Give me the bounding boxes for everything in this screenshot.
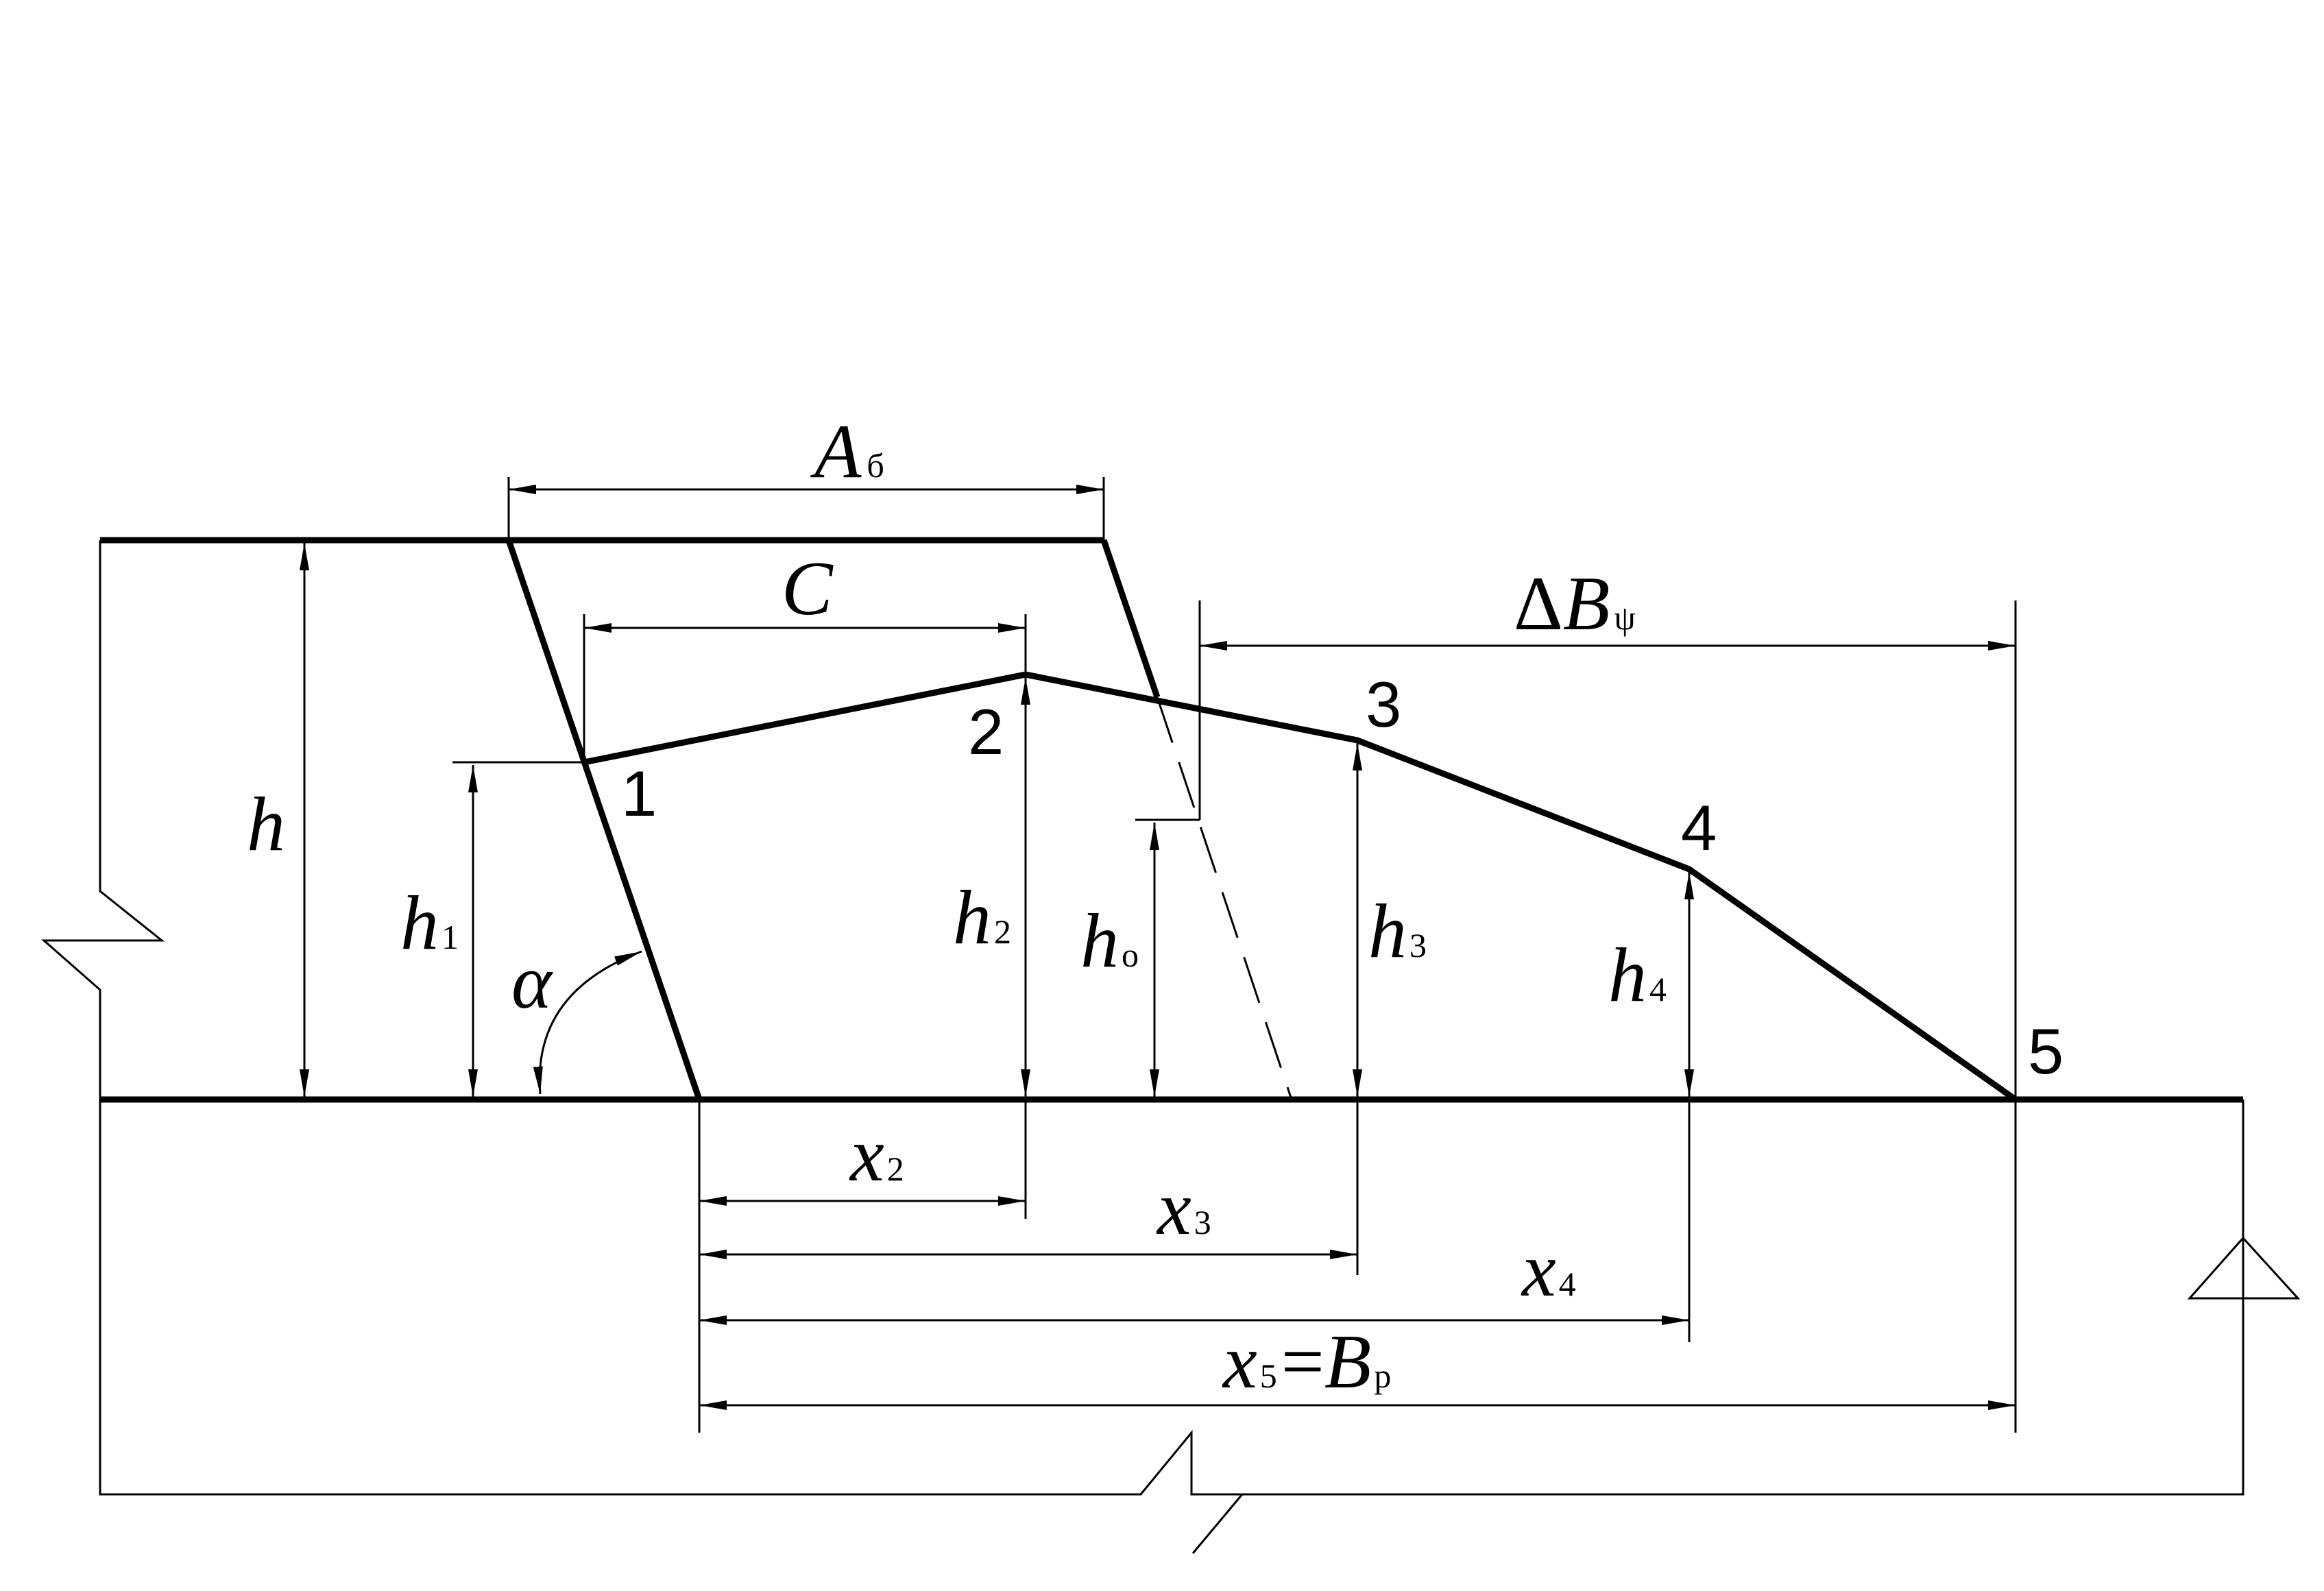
point-labels: 1 2 3 4 5	[621, 668, 2063, 1087]
point-label-3: 3	[1366, 668, 1401, 740]
label-alpha: α	[511, 940, 553, 1025]
label-h: h	[247, 782, 285, 867]
point-label-5: 5	[2028, 1015, 2063, 1087]
label-x5-br: x5=Bр	[1222, 1320, 1391, 1405]
label-x2: x2	[849, 1113, 904, 1198]
left-frame-edge	[41, 540, 2301, 1554]
label-x4: x4	[1521, 1228, 1576, 1313]
label-h2: h2	[953, 875, 1011, 960]
label-x3: x3	[1156, 1166, 1211, 1251]
bench-face-new-dashed	[1156, 696, 1293, 1100]
bench-face-new-upper	[1100, 539, 1161, 699]
outer-frame	[41, 540, 2301, 1554]
label-ho: hо	[1080, 899, 1139, 984]
extension-lines	[452, 477, 2017, 1433]
muckpile-profile	[583, 671, 2018, 1102]
point-label-4: 4	[1681, 792, 1717, 864]
bench-face-initial	[505, 539, 703, 1101]
label-h1: h1	[400, 881, 459, 966]
label-h4: h4	[1608, 933, 1667, 1018]
alpha-angle-arc	[533, 950, 642, 1095]
point-label-2: 2	[968, 696, 1004, 768]
point-label-1: 1	[621, 757, 657, 829]
label-h3: h3	[1368, 889, 1427, 974]
label-c: C	[782, 546, 834, 631]
dimension-lines	[300, 485, 2016, 1410]
